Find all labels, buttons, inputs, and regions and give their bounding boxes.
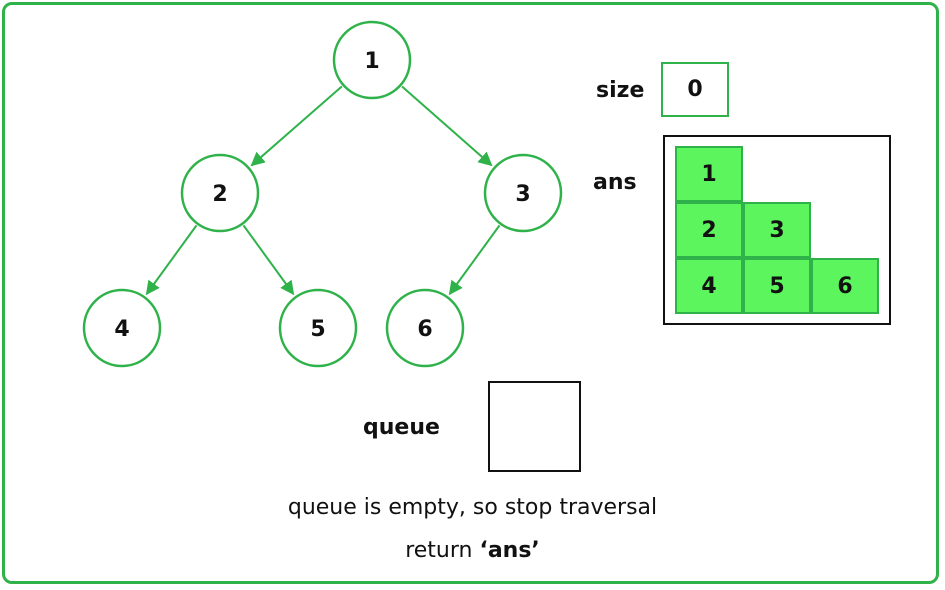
tree-node-label: 5 [310, 317, 325, 342]
tree-node-3: 3 [483, 153, 563, 233]
ans-cell: 2 [675, 202, 743, 258]
size-value-box: 0 [661, 62, 729, 117]
tree-node-5: 5 [278, 288, 358, 368]
tree-node-label: 1 [364, 49, 379, 74]
tree-node-6: 6 [385, 288, 465, 368]
tree-node-label: 6 [417, 317, 432, 342]
ans-cell: 1 [675, 146, 743, 202]
tree-node-circle [483, 153, 563, 233]
caption-line-2: return ‘ans’ [0, 538, 945, 563]
ans-cell: 3 [743, 202, 811, 258]
ans-cell: 5 [743, 258, 811, 314]
tree-edges [145, 85, 501, 296]
ans-label: ans [593, 170, 637, 195]
caption-ans-text: ‘ans’ [479, 538, 540, 563]
tree-node-1: 1 [332, 20, 412, 100]
tree-node-circle [385, 288, 465, 368]
tree-edge-n1-n3 [401, 85, 493, 167]
ans-cell: 6 [811, 258, 879, 314]
tree-node-label: 3 [515, 182, 530, 207]
queue-box-empty [488, 381, 581, 472]
caption-text: queue is empty, so stop traversal [287, 495, 658, 520]
tree-node-label: 2 [212, 182, 227, 207]
tree-edge-n2-n4 [145, 224, 198, 296]
tree-node-circle [332, 20, 412, 100]
tree-nodes: 1 2 3 4 5 6 [82, 20, 563, 368]
ans-cell: 4 [675, 258, 743, 314]
tree-edge-n3-n6 [448, 224, 501, 296]
tree-edge-n2-n5 [242, 224, 295, 296]
queue-label: queue [363, 415, 440, 440]
tree-node-label: 4 [114, 317, 129, 342]
tree-node-circle [278, 288, 358, 368]
tree-node-2: 2 [180, 153, 260, 233]
caption-line-1: queue is empty, so stop traversal [0, 495, 945, 520]
size-label: size [596, 78, 645, 103]
caption-return-text: return [405, 538, 480, 563]
tree-node-4: 4 [82, 288, 162, 368]
tree-node-circle [82, 288, 162, 368]
tree-edge-n1-n2 [250, 85, 343, 167]
ans-container: 1 2 3 4 5 6 [663, 135, 891, 325]
tree-node-circle [180, 153, 260, 233]
